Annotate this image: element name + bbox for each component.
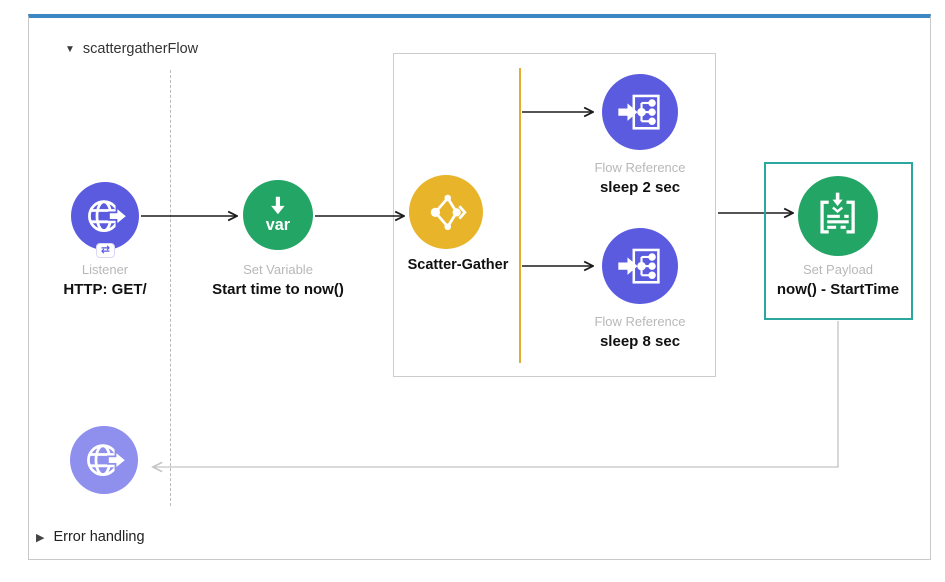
set-payload-labels: Set Payload now() - StartTime — [753, 260, 923, 301]
flow-reference-2-labels: Flow Reference sleep 8 sec — [555, 312, 725, 353]
set-payload-icon — [820, 193, 856, 234]
flow-reference-1-node[interactable] — [602, 74, 678, 150]
error-handling-label: Error handling — [53, 529, 145, 545]
set-variable-labels: Set Variable Start time to now() — [193, 260, 363, 301]
flow-header: ▼ scattergatherFlow — [65, 41, 198, 57]
listener-type-label: Listener — [81, 262, 129, 277]
exchange-badge-icon[interactable]: ⇄ — [96, 243, 115, 258]
flow-collapse-icon[interactable]: ▼ — [65, 43, 75, 55]
flow-reference-2-node[interactable] — [602, 228, 678, 304]
listener-node[interactable] — [71, 182, 139, 250]
listener-response-node[interactable] — [70, 426, 138, 494]
set-variable-type-label: Set Variable — [243, 262, 313, 277]
globe-arrow-icon — [87, 200, 129, 232]
flow-reference-1-type-label: Flow Reference — [594, 160, 686, 175]
scatter-gather-route-bar — [519, 68, 521, 363]
set-payload-node[interactable] — [798, 176, 878, 256]
scatter-gather-label: Scatter-Gather — [407, 257, 509, 273]
set-payload-value-label: now() - StartTime — [776, 281, 900, 298]
selection-highlight — [764, 162, 913, 320]
error-handling-section[interactable]: ▶ Error handling — [36, 529, 145, 545]
flow-reference-icon — [618, 248, 660, 284]
set-variable-node[interactable]: var — [243, 180, 313, 250]
flow-reference-2-type-label: Flow Reference — [594, 314, 686, 329]
set-payload-type-label: Set Payload — [802, 262, 874, 277]
globe-arrow-icon — [86, 444, 128, 476]
scatter-gather-node[interactable] — [409, 175, 483, 249]
error-handling-collapse-icon[interactable]: ▶ — [36, 531, 45, 544]
source-process-divider — [170, 70, 171, 506]
listener-value-label: HTTP: GET/ — [63, 281, 147, 298]
flow-reference-icon — [618, 94, 660, 130]
flow-reference-2-value-label: sleep 8 sec — [599, 333, 681, 350]
listener-labels: Listener HTTP: GET/ — [20, 260, 190, 301]
set-variable-value-label: Start time to now() — [212, 281, 344, 298]
var-icon-text: var — [266, 216, 291, 234]
scatter-gather-icon — [430, 194, 467, 230]
flow-title: scattergatherFlow — [82, 41, 199, 57]
set-variable-icon: var — [266, 196, 291, 234]
flow-reference-1-value-label: sleep 2 sec — [599, 179, 681, 196]
flow-reference-1-labels: Flow Reference sleep 2 sec — [555, 158, 725, 199]
